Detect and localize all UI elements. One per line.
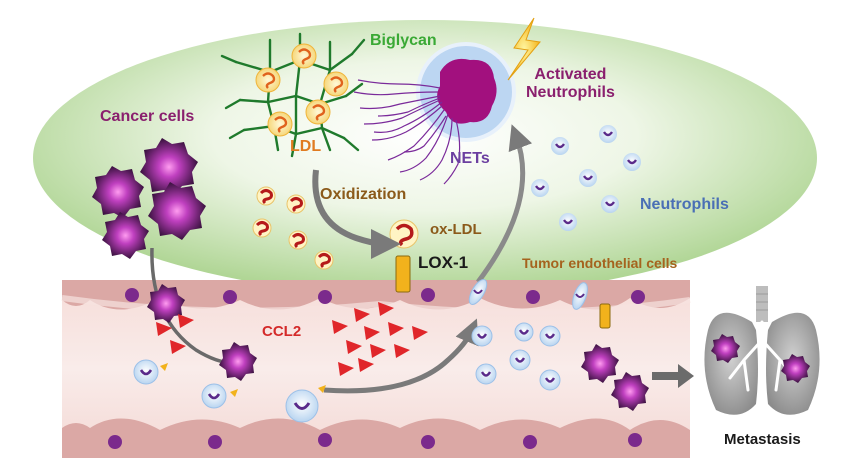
activated-neutrophils-line2: Neutrophils <box>526 83 615 101</box>
ccl2-chemokines <box>156 302 428 376</box>
lox1-receptor <box>395 255 411 293</box>
cancer-cells <box>92 138 206 259</box>
cancer-cells-label: Cancer cells <box>100 108 195 125</box>
tissue-neutrophils <box>531 125 641 231</box>
ox-ldl-particles <box>252 186 419 270</box>
endothelial-nuclei <box>108 288 645 449</box>
lightning-bolt-icon <box>507 17 541 81</box>
ldl-label: LDL <box>290 138 322 155</box>
metastasis-arrow <box>652 364 694 388</box>
activated-neutrophils-line1: Activated <box>534 66 607 83</box>
lox1-label: LOX-1 <box>418 253 469 272</box>
tumor-microenvironment <box>33 20 817 296</box>
activated-neutrophil <box>416 42 516 142</box>
nets-fibers <box>353 79 461 185</box>
activated-neutrophils-label: Activated Neutrophils <box>526 66 615 101</box>
adhesion-arrows <box>160 363 326 397</box>
metastasis-label: Metastasis <box>724 431 801 448</box>
recruitment-arrow <box>323 318 479 394</box>
ox-ldl-label: ox-LDL <box>430 221 482 238</box>
biglycan-label: Biglycan <box>370 32 437 49</box>
lox1-receptor-small <box>599 303 611 329</box>
ccl2-label: CCL2 <box>262 323 302 340</box>
ldl-particles <box>255 43 349 137</box>
oxidization-arrow <box>312 169 401 259</box>
circulating-cancer-cells <box>147 284 649 411</box>
tumor-endothelial-cells-label: Tumor endothelial cells <box>522 255 678 271</box>
lungs-icon <box>704 286 820 415</box>
neutrophils-label: Neutrophils <box>640 196 729 213</box>
activation-arrow <box>476 124 533 284</box>
oxidization-label: Oxidization <box>320 186 407 203</box>
nets-label: NETs <box>450 150 490 167</box>
circulating-neutrophils <box>133 279 588 423</box>
